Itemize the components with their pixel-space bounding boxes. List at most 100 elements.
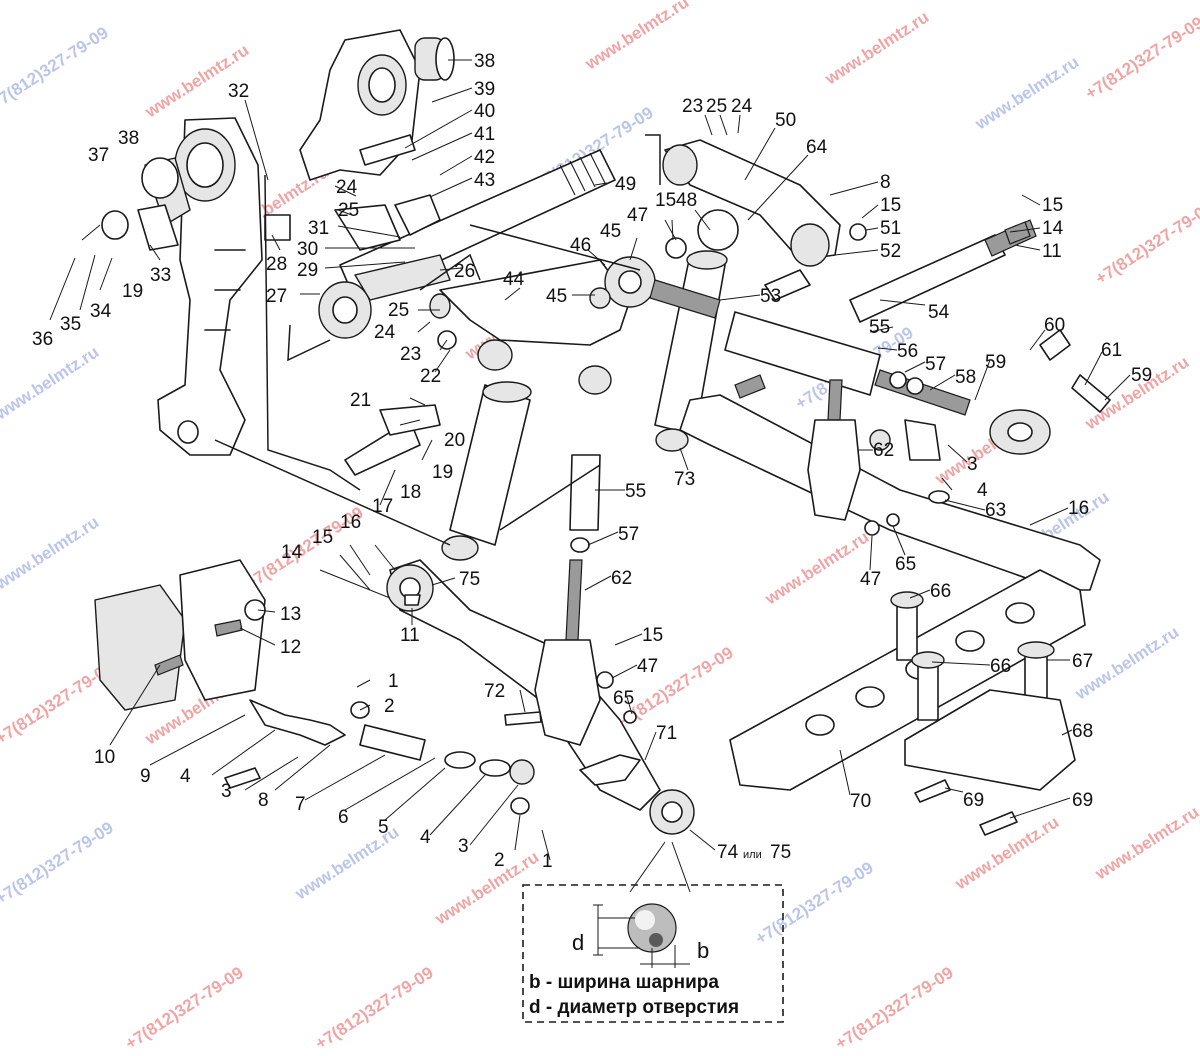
part-number-label: 11 bbox=[400, 625, 420, 646]
part-number-label: 63 bbox=[985, 500, 1006, 521]
part-number-label: 19 bbox=[122, 281, 143, 302]
watermark: www.belmtz.ru bbox=[761, 527, 872, 608]
part-number-label: 25 bbox=[388, 300, 409, 321]
part-number-label: 72 bbox=[484, 681, 505, 702]
legend-detail bbox=[522, 841, 784, 1023]
part-number-label: 8 bbox=[880, 172, 891, 193]
part-number-label: 47 bbox=[627, 205, 648, 226]
part-number-label: 66 bbox=[930, 581, 951, 602]
part-number-label: 33 bbox=[150, 265, 171, 286]
sleeve-left bbox=[101, 157, 191, 251]
part-number-label: 53 bbox=[760, 286, 781, 307]
part-number-label: 13 bbox=[280, 604, 301, 625]
watermark: +7(812)327-79-09 bbox=[1092, 198, 1200, 288]
lift-rod-right bbox=[807, 379, 861, 521]
part-number-label: 34 bbox=[90, 301, 112, 322]
part-number-label: 9 bbox=[140, 766, 151, 787]
part-number-label: 15 bbox=[655, 190, 676, 211]
part-number-label: 26 bbox=[454, 261, 475, 282]
part-number-label: 45 bbox=[600, 221, 621, 242]
pins-and-plate bbox=[890, 591, 1076, 791]
part-number-label: 23 bbox=[400, 344, 421, 365]
part-number-label: 73 bbox=[674, 469, 695, 490]
part-number-label: 3 bbox=[967, 454, 978, 475]
part-number-label: 75 bbox=[459, 569, 480, 590]
part-number-label: или bbox=[743, 849, 762, 861]
part-number-label: 16 bbox=[340, 512, 361, 533]
part-number-label: 69 bbox=[1072, 790, 1093, 811]
part-number-label: 50 bbox=[775, 110, 796, 131]
watermark: www.belmtz.ru bbox=[971, 52, 1082, 133]
lift-arm-44 bbox=[439, 259, 631, 395]
watermark: +7(812)327-79-09 bbox=[832, 963, 957, 1053]
part-number-label: 11 bbox=[1042, 241, 1062, 262]
part-number-label: 41 bbox=[474, 124, 495, 145]
part-number-label: 59 bbox=[1131, 365, 1152, 386]
part-number-label: 16 bbox=[1068, 498, 1089, 519]
part-number-label: 75 bbox=[770, 842, 791, 863]
part-number-label: 58 bbox=[955, 367, 976, 388]
part-number-label: 35 bbox=[60, 314, 81, 335]
part-number-label: 65 bbox=[613, 688, 634, 709]
part-number-label: 25 bbox=[338, 200, 359, 221]
legend-line-b: b - ширина шарнира bbox=[529, 972, 719, 993]
part-number-label: 28 bbox=[266, 254, 287, 275]
part-number-label: 24 bbox=[374, 322, 396, 343]
part-number-label: 64 bbox=[806, 137, 828, 158]
part-number-label: 2 bbox=[384, 696, 395, 717]
part-number-label: 56 bbox=[897, 341, 918, 362]
legend: d b b - ширина шарнира d - диаметр отвер… bbox=[529, 930, 739, 1018]
part-number-label: 22 bbox=[420, 366, 441, 387]
part-number-label: 65 bbox=[895, 554, 916, 575]
part-number-label: 59 bbox=[985, 352, 1006, 373]
part-number-label: 57 bbox=[925, 354, 946, 375]
watermark: +7(812)327-79-09 bbox=[1082, 13, 1200, 103]
watermark: +7(812)327-79-09 bbox=[0, 23, 112, 113]
part-number-label: 21 bbox=[350, 390, 371, 411]
part-number-label: 2 bbox=[494, 850, 505, 871]
drawing-layer bbox=[49, 29, 1131, 1023]
part-number-label: 38 bbox=[118, 128, 139, 149]
part-number-label: 6 bbox=[338, 807, 349, 828]
small-parts bbox=[154, 134, 1111, 836]
watermark: www.belmtz.ru bbox=[0, 342, 102, 423]
mount-plate bbox=[94, 559, 266, 711]
part-number-label: 14 bbox=[1042, 218, 1064, 239]
legend-dim-b: b bbox=[697, 938, 709, 963]
lift-rod-left bbox=[534, 454, 601, 746]
part-number-label: 55 bbox=[869, 317, 890, 338]
part-number-label: 42 bbox=[474, 147, 495, 168]
part-number-label: 66 bbox=[990, 656, 1011, 677]
part-number-label: 15 bbox=[1042, 195, 1063, 216]
part-number-label: 1 bbox=[388, 671, 399, 692]
part-number-label: 40 bbox=[474, 101, 495, 122]
part-number-label: 36 bbox=[32, 329, 53, 350]
part-number-label: 37 bbox=[88, 145, 109, 166]
watermark: www.belmtz.ru bbox=[431, 847, 542, 928]
part-number-label: 15 bbox=[880, 195, 901, 216]
part-number-label: 67 bbox=[1072, 651, 1093, 672]
part-number-label: 47 bbox=[860, 569, 881, 590]
legend-box bbox=[522, 884, 784, 1023]
callouts: 38 39 40 41 42 43 32 37 38 24 25 31 30 2… bbox=[32, 51, 1152, 872]
part-number-label: 62 bbox=[873, 440, 894, 461]
part-number-label: 70 bbox=[850, 791, 871, 812]
part-number-label: 12 bbox=[280, 637, 301, 658]
part-number-label: 24 bbox=[731, 96, 753, 117]
splined-hub-27 bbox=[318, 254, 451, 339]
watermark: www.belmtz.ru bbox=[0, 512, 102, 593]
part-number-label: 48 bbox=[676, 190, 697, 211]
part-number-label: 10 bbox=[94, 747, 115, 768]
part-number-label: 31 bbox=[308, 218, 329, 239]
watermark: +7(812)327-79-09 bbox=[122, 963, 247, 1053]
part-number-label: 51 bbox=[880, 218, 901, 239]
lower-link-left bbox=[386, 559, 695, 835]
part-number-label: 62 bbox=[611, 568, 632, 589]
part-number-label: 3 bbox=[221, 781, 232, 802]
leader-lines bbox=[49, 59, 1131, 861]
part-number-label: 25 bbox=[706, 96, 727, 117]
watermark: +7(812)327-79-09 bbox=[752, 858, 877, 948]
part-number-label: 23 bbox=[682, 96, 703, 117]
part-number-label: 52 bbox=[880, 241, 901, 262]
watermark: +7(812)327-79-09 bbox=[0, 818, 117, 908]
